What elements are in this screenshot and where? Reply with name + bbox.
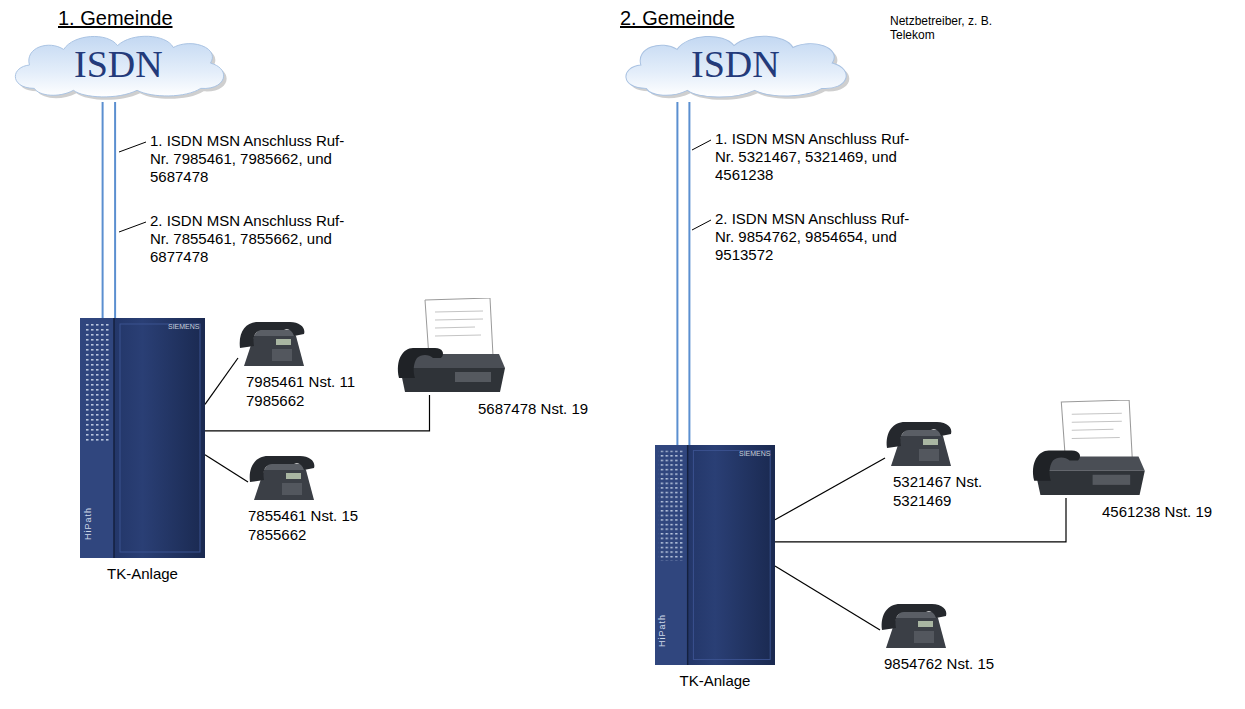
node-shape <box>655 445 775 665</box>
fax-machine: 4561238 Nst. 19 <box>1030 400 1212 521</box>
phone-number: 7855461 Nst. 15 <box>248 506 358 525</box>
leader-line <box>119 222 146 232</box>
line-callout: 1. ISDN MSN Anschluss Ruf-Nr. 5321467, 5… <box>715 130 910 184</box>
node-shape <box>885 418 957 468</box>
fax-machine: 5687478 Nst. 19 <box>395 298 588 418</box>
isdn-line <box>676 102 678 445</box>
phone-illustration <box>238 318 310 368</box>
leader-line <box>119 142 146 152</box>
phone-number: 7855662 <box>248 525 358 544</box>
pbx-cabinet: TK-Anlage <box>655 445 775 690</box>
phone-number: 5321469 <box>893 491 982 510</box>
phone-line <box>775 566 880 630</box>
node-shape: ISDN <box>5 30 232 102</box>
phone-illustration <box>885 418 957 468</box>
node-shape <box>238 318 310 368</box>
isdn-line <box>102 102 104 318</box>
pbx-cabinet: TK-Anlage <box>80 318 205 583</box>
phone-number: 7985461 Nst. 11 <box>246 372 355 391</box>
cloud-label: ISDN <box>691 43 780 85</box>
isdn-line <box>114 102 116 318</box>
phone-line <box>205 455 248 482</box>
network-cloud: ISDN <box>5 30 232 102</box>
phone-illustration <box>248 452 320 502</box>
brand-logo: SIEMENS <box>739 450 771 458</box>
node-shape <box>80 318 205 558</box>
network-cloud: ISDN <box>615 30 855 102</box>
device-label: TK-Anlage <box>80 564 205 583</box>
telephone: 7985461 Nst. 117985662 <box>238 318 355 410</box>
section-heading: 1. Gemeinde <box>58 6 173 30</box>
phone-line <box>205 358 238 404</box>
phone-number: 9854762 Nst. 15 <box>884 654 994 673</box>
node-shape: ISDN <box>615 30 855 102</box>
phone-line <box>205 395 430 431</box>
phone-number: 7985662 <box>246 391 355 410</box>
node-shape <box>395 298 510 395</box>
line-callout: 2. ISDN MSN Anschluss Ruf-Nr. 7855461, 7… <box>150 212 345 266</box>
device-label: TK-Anlage <box>655 671 775 690</box>
phone-number: 5687478 Nst. 19 <box>478 399 588 418</box>
note: Netzbetreiber, z. B. Telekom <box>890 14 1020 42</box>
telephone: 7855461 Nst. 157855662 <box>248 452 358 544</box>
line-callout: 1. ISDN MSN Anschluss Ruf-Nr. 7985461, 7… <box>150 132 345 186</box>
product-logo: HiPath <box>83 507 94 540</box>
telephone: 9854762 Nst. 15 <box>880 600 994 673</box>
line-callout: 2. ISDN MSN Anschluss Ruf-Nr. 9854762, 9… <box>715 210 910 264</box>
leader-line <box>692 220 711 230</box>
node-shape <box>880 600 952 650</box>
brand-logo: SIEMENS <box>168 323 200 331</box>
telephone: 5321467 Nst.5321469 <box>885 418 982 510</box>
isdn-line <box>688 102 690 445</box>
node-shape <box>248 452 320 502</box>
phone-illustration <box>880 600 952 650</box>
tk-illustration <box>655 445 775 665</box>
tk-illustration <box>80 318 205 558</box>
phone-line <box>775 458 885 520</box>
fax-illustration <box>1030 400 1150 498</box>
fax-illustration <box>395 298 510 395</box>
phone-number: 5321467 Nst. <box>893 472 982 491</box>
product-logo: HiPath <box>657 614 668 647</box>
phone-number: 4561238 Nst. 19 <box>1102 502 1212 521</box>
leader-line <box>692 140 711 150</box>
node-shape <box>1030 400 1150 498</box>
cloud-label: ISDN <box>74 43 163 85</box>
section-heading: 2. Gemeinde <box>620 6 735 30</box>
